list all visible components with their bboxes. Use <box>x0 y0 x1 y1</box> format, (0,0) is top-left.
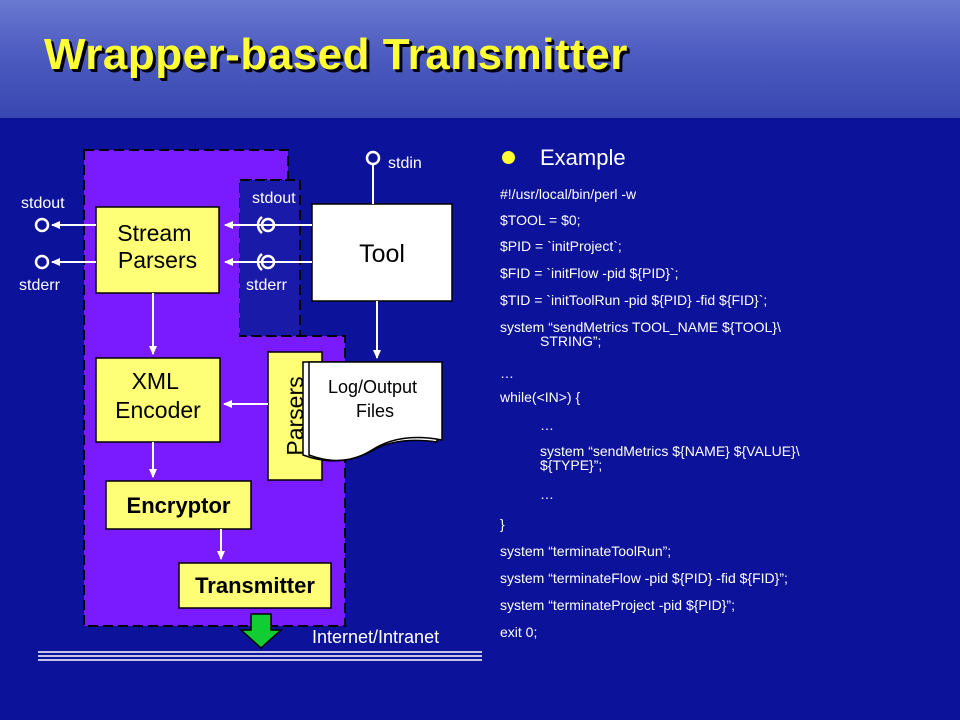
encryptor-box <box>105 480 252 530</box>
code-line: $TOOL = $0; <box>500 212 581 228</box>
code-line: while(<IN>) { <box>500 389 581 405</box>
stream-parsers-line-2: Parsers <box>118 247 197 273</box>
code-line: … <box>500 365 514 381</box>
stream-parsers-text: Stream Parsers <box>117 220 198 273</box>
code-line: $PID = `initProject`; <box>500 238 622 254</box>
stdout-inner-label: stdout <box>252 190 296 207</box>
code-line: system “sendMetrics TOOL_NAME ${TOOL}\ <box>500 319 781 335</box>
code-line: #!/usr/local/bin/perl -w <box>500 186 637 202</box>
stream-parsers-box <box>95 206 220 294</box>
xml-encoder-box <box>95 357 221 443</box>
code-line: system “sendMetrics ${NAME} ${VALUE}\ <box>540 443 800 459</box>
code-line: } <box>500 516 505 532</box>
xml-encoder-line-1: XML <box>132 368 180 394</box>
code-line: $TID = `initToolRun -pid ${PID} -fid ${F… <box>500 292 768 308</box>
transmitter-box <box>178 562 332 609</box>
code-line: ${TYPE}”; <box>540 457 603 473</box>
transmitter-diagram: Stream Parsers XML Encoder Encryptor Tra… <box>19 149 482 661</box>
stdin-terminal <box>365 150 381 166</box>
code-line: system “terminateToolRun”; <box>500 543 672 559</box>
tool-stderr-terminal <box>260 254 276 270</box>
code-line: … <box>540 486 554 502</box>
log-files-line-2: Files <box>356 401 394 421</box>
code-line: system “terminateFlow -pid ${PID} -fid $… <box>500 570 788 586</box>
tool-stderr-cup <box>256 253 263 271</box>
code-line: exit 0; <box>500 624 538 640</box>
code-line: … <box>540 417 554 433</box>
tool-io-region <box>240 179 301 337</box>
code-line: $FID = `initFlow -pid ${PID}`; <box>500 265 679 281</box>
tool-label: Tool <box>359 240 405 268</box>
stderr-outer-label: stderr <box>19 277 61 294</box>
network-label: Internet/Intranet <box>312 627 439 647</box>
stream-parsers-line-1: Stream <box>117 220 191 246</box>
network-arrow <box>239 613 283 650</box>
tool-box <box>311 203 453 302</box>
log-files-text: Log/Output Files <box>328 377 422 421</box>
parsers-label: Parsers <box>282 376 308 455</box>
code-line: STRING”; <box>540 333 602 349</box>
xml-encoder-text: XML Encoder <box>115 368 201 423</box>
tool-stdout-cup <box>256 216 263 234</box>
stdout-outer-label: stdout <box>21 195 65 212</box>
tool-stdout-terminal <box>260 217 276 233</box>
xml-encoder-line-2: Encoder <box>115 397 201 423</box>
slide-title: Wrapper-based Transmitter <box>44 30 628 79</box>
title-bar: Wrapper-based Transmitter <box>0 0 960 118</box>
code-line: system “terminateProject -pid ${PID}”; <box>500 597 735 613</box>
stdin-label: stdin <box>388 155 422 172</box>
log-files-line-1: Log/Output <box>328 377 417 397</box>
stdout-terminal <box>34 217 50 233</box>
stderr-inner-label: stderr <box>246 277 288 294</box>
bullet-icon <box>502 151 515 164</box>
stderr-terminal <box>34 254 50 270</box>
transmitter-label: Transmitter <box>195 573 315 598</box>
log-files-doc <box>308 361 443 462</box>
example-heading: Example <box>540 145 626 170</box>
encryptor-label: Encryptor <box>127 493 231 518</box>
